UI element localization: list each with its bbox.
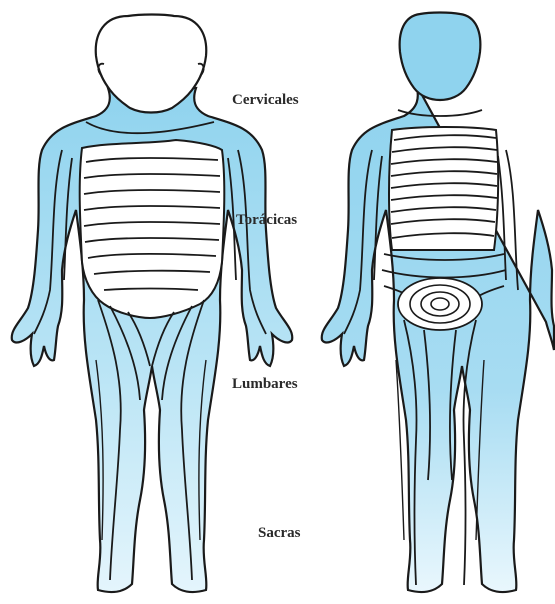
back-head xyxy=(400,13,481,101)
back-sacral-rings xyxy=(398,278,482,330)
label-sacras: Sacras xyxy=(258,525,301,541)
back-figure xyxy=(322,13,554,593)
label-cervicales: Cervicales xyxy=(232,92,299,108)
front-thoracic-zone xyxy=(80,140,225,318)
label-toracicas: Torácicas xyxy=(236,212,297,228)
label-lumbares: Lumbares xyxy=(232,376,298,392)
back-thoracic-zone xyxy=(389,127,498,250)
